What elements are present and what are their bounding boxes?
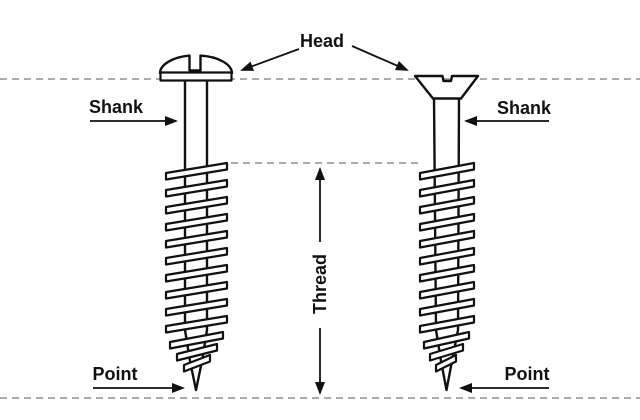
thread-turn [418,280,476,300]
right-screw-head [413,74,480,100]
thread-turn [418,195,476,215]
shank-label-left: Shank [89,97,144,117]
left-screw-thread [164,161,229,373]
thread-turn [418,212,476,232]
head-arrow-right [351,45,409,71]
thread-turn [434,353,458,373]
thread-turn [418,246,476,266]
datum-lines [0,78,640,399]
thread-turn [164,246,229,266]
thread-turn [164,178,229,198]
thread-turn [418,229,476,249]
thread-label: Thread [310,254,330,314]
point-label-right: Point [505,364,550,384]
shank-label-right: Shank [497,98,552,118]
head-label: Head [300,31,344,51]
thread-turn [418,297,476,317]
annotation-arrows [90,45,549,395]
thread-turn [182,353,212,373]
thread-turn [168,330,225,350]
thread-turn [418,178,476,198]
countersunk-screw-illustration [413,74,480,392]
point-label-left: Point [93,364,138,384]
right-screw-thread [418,161,476,373]
thread-turn [428,342,465,362]
labels: Head Shank Shank Thread Point Point [89,31,552,384]
thread-turn [164,263,229,283]
thread-turn [164,280,229,300]
thread-turn [418,161,476,181]
thread-turn [164,161,229,181]
thread-turn [164,229,229,249]
thread-turn [418,314,476,334]
thread-turn [175,342,219,362]
left-screw-head-dome [158,54,234,75]
thread-turn [422,330,471,350]
thread-turn [164,314,229,334]
thread-turn [418,263,476,283]
head-arrow-left [240,48,300,71]
thread-turn [164,212,229,232]
pan-head-screw-illustration [158,54,234,392]
left-screw-head-collar [159,71,233,82]
thread-turn [164,297,229,317]
thread-turn [164,195,229,215]
